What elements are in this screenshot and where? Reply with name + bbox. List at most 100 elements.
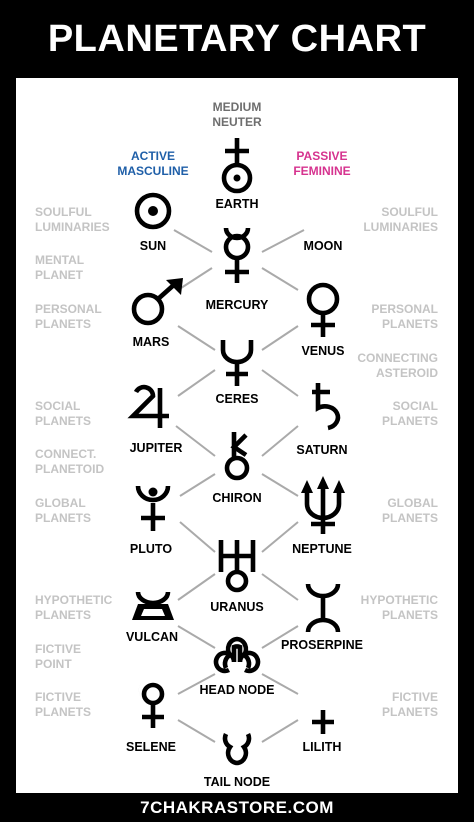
- connector-line: [179, 473, 216, 497]
- left-category-label: PERSONAL: [35, 302, 102, 316]
- pluto-icon: [135, 485, 171, 531]
- left-category-label: SOCIAL: [35, 399, 80, 413]
- connector-lines: [173, 229, 305, 743]
- left-category-label: PLANETS: [35, 511, 91, 525]
- mars-label: MARS: [133, 335, 170, 349]
- vulcan-label: VULCAN: [126, 630, 178, 644]
- pluto-label: PLUTO: [130, 542, 172, 556]
- masculine-header-line1: ACTIVE: [131, 149, 175, 163]
- masculine-header-line2: MASCULINE: [117, 164, 188, 178]
- jupiter-label: JUPITER: [130, 441, 183, 455]
- left-category-label: PLANETS: [35, 705, 91, 719]
- tail-node-icon: [222, 733, 252, 766]
- connector-line: [261, 369, 299, 397]
- right-category-label: HYPOTHETIC: [361, 593, 439, 607]
- right-category-label: PLANETS: [382, 608, 438, 622]
- neuter-header-line2: NEUTER: [212, 115, 262, 129]
- footer-url: 7CHAKRASTORE.COM: [140, 797, 334, 817]
- earth-label: EARTH: [215, 197, 258, 211]
- right-category-label: PLANETS: [382, 705, 438, 719]
- left-category-label: PLANET: [35, 268, 84, 282]
- connector-line: [177, 673, 216, 695]
- right-category-label: PLANETS: [382, 414, 438, 428]
- sun-label: SUN: [140, 239, 166, 253]
- saturn-label: SATURN: [296, 443, 347, 457]
- right-category-label: PLANETS: [382, 511, 438, 525]
- left-category-label: PLANETOID: [35, 462, 104, 476]
- mercury-label: MERCURY: [206, 298, 269, 312]
- column-headers: MEDIUM NEUTER ACTIVE MASCULINE PASSIVE F…: [117, 100, 350, 178]
- connector-line: [177, 369, 216, 397]
- tail-node-label: TAIL NODE: [204, 775, 270, 789]
- venus-icon: [306, 282, 340, 337]
- connector-line: [261, 673, 299, 695]
- connector-line: [179, 521, 216, 553]
- right-category-label: PERSONAL: [371, 302, 438, 316]
- jupiter-icon: [127, 384, 169, 428]
- connector-line: [177, 325, 216, 351]
- mercury-icon: [223, 227, 251, 283]
- neuter-header-line1: MEDIUM: [213, 100, 262, 114]
- left-category-label: PLANETS: [35, 317, 91, 331]
- chiron-label: CHIRON: [212, 491, 261, 505]
- title-banner: PLANETARY CHART: [0, 0, 474, 78]
- right-category-label: LUMINARIES: [363, 220, 438, 234]
- connector-line: [177, 719, 216, 743]
- neptune-icon: [301, 476, 345, 534]
- right-category-label: FICTIVE: [392, 690, 438, 704]
- connector-line: [261, 267, 299, 291]
- connector-line: [261, 229, 305, 253]
- vulcan-icon: [132, 591, 174, 620]
- proserpine-label: PROSERPINE: [281, 638, 363, 652]
- connector-line: [261, 521, 299, 553]
- head-node-icon: [213, 636, 261, 674]
- right-category-label: SOULFUL: [381, 205, 438, 219]
- left-categories: SOULFUL LUMINARIES MENTAL PLANET PERSONA…: [35, 205, 113, 719]
- uranus-label: URANUS: [210, 600, 263, 614]
- left-category-label: SOULFUL: [35, 205, 92, 219]
- right-category-label: ASTEROID: [376, 366, 438, 380]
- right-category-label: CONNECTING: [357, 351, 438, 365]
- sun-icon: [134, 192, 172, 230]
- ceres-label: CERES: [215, 392, 258, 406]
- mars-icon: [131, 278, 183, 326]
- left-category-label: PLANETS: [35, 608, 91, 622]
- left-category-label: POINT: [35, 657, 72, 671]
- connector-line: [177, 573, 216, 601]
- right-category-label: PLANETS: [382, 317, 438, 331]
- left-category-label: MENTAL: [35, 253, 84, 267]
- lilith-label: LILITH: [303, 740, 342, 754]
- feminine-header-line1: PASSIVE: [296, 149, 347, 163]
- connector-line: [261, 719, 299, 743]
- head-node-label: HEAD NODE: [199, 683, 274, 697]
- right-category-label: GLOBAL: [387, 496, 438, 510]
- saturn-icon: [312, 383, 341, 431]
- page-title: PLANETARY CHART: [47, 17, 427, 60]
- right-categories: SOULFUL LUMINARIES PERSONAL PLANETS CONN…: [357, 205, 438, 719]
- chart-panel: [16, 78, 458, 793]
- selene-icon: [138, 680, 165, 728]
- ceres-icon: [220, 340, 254, 386]
- left-category-label: CONNECT.: [35, 447, 96, 461]
- left-category-label: HYPOTHETIC: [35, 593, 113, 607]
- proserpine-icon: [305, 583, 341, 633]
- earth-icon: [221, 138, 253, 194]
- connector-line: [177, 267, 213, 291]
- connector-line: [261, 625, 299, 649]
- left-category-label: LUMINARIES: [35, 220, 110, 234]
- left-category-label: PLANETS: [35, 414, 91, 428]
- moon-icon: [310, 193, 328, 229]
- connector-line: [175, 425, 216, 457]
- selene-label: SELENE: [126, 740, 176, 754]
- connector-line: [261, 473, 299, 497]
- uranus-icon: [218, 540, 256, 593]
- neptune-label: NEPTUNE: [292, 542, 352, 556]
- connector-line: [261, 573, 299, 601]
- right-category-label: SOCIAL: [393, 399, 438, 413]
- moon-label: MOON: [304, 239, 343, 253]
- left-category-label: FICTIVE: [35, 642, 81, 656]
- lilith-icon: [312, 678, 334, 734]
- chiron-icon: [224, 432, 250, 481]
